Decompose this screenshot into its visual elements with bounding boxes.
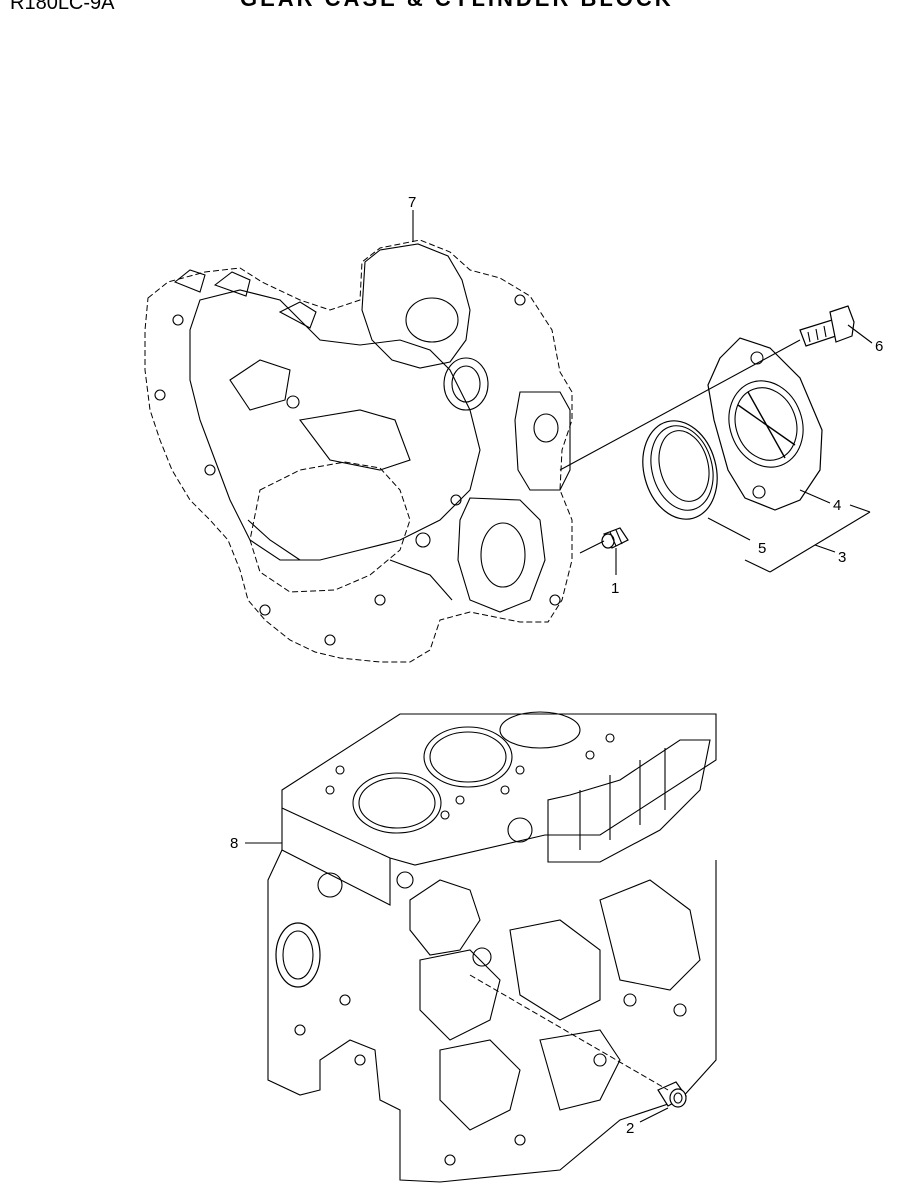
plug-2-drawing <box>657 1081 687 1108</box>
leader-lines <box>245 210 873 1123</box>
page-title: GEAR CASE & CYLINDER BLOCK <box>240 0 674 12</box>
bolt-drawing <box>799 305 855 347</box>
callout-3: 3 <box>838 549 846 566</box>
callout-8: 8 <box>230 835 238 852</box>
model-label: R180LC-9A <box>10 0 115 14</box>
callout-6: 6 <box>875 338 883 355</box>
callout-7: 7 <box>408 194 416 211</box>
gear-case-drawing <box>144 239 573 663</box>
callout-4: 4 <box>833 497 841 514</box>
cover-plate-drawing <box>707 337 823 511</box>
callout-2: 2 <box>626 1120 634 1137</box>
callout-5: 5 <box>758 540 766 557</box>
cylinder-block-drawing <box>267 711 717 1183</box>
callout-1: 1 <box>611 580 619 597</box>
plug-drawing <box>601 527 629 549</box>
oil-seal-drawing <box>642 420 718 520</box>
